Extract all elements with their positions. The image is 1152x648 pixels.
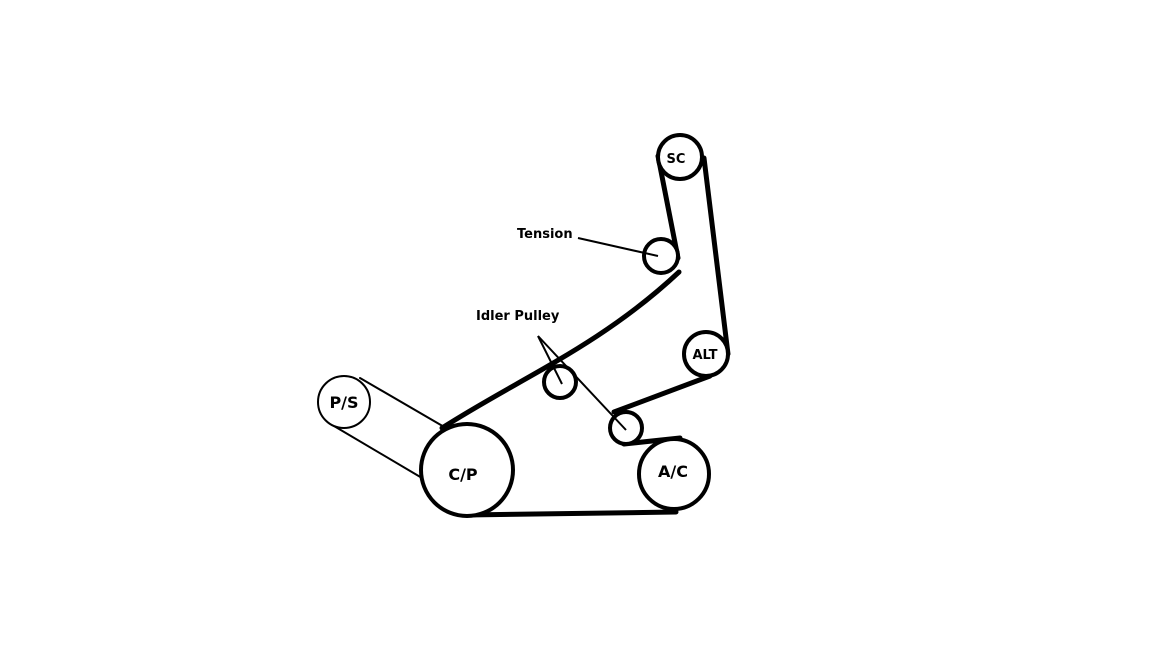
ac-pulley: A/C [637,437,711,511]
tension-callout-label: Tension [517,227,573,242]
alt-label: ALT [692,348,717,363]
sc-pulley: SC [656,133,704,181]
tension-pulley [642,237,680,275]
belt-cp-to-tension [439,269,682,431]
callout-leaders [537,237,659,431]
alt-pulley: ALT [682,330,730,378]
ac-pulley-circle [637,437,711,511]
alt-pulley-circle [682,330,730,378]
sc-pulley-circle [656,133,704,181]
ac-label: A/C [658,462,688,481]
ps-pulley: P/S [317,375,371,429]
belt-ac-to-cp [463,509,679,518]
idler-leader-upper [537,335,563,385]
belt-tension-to-sc [655,153,681,261]
cp-pulley: C/P [419,422,515,518]
cp-label: C/P [448,465,478,484]
ps-label: P/S [329,393,358,412]
ps-belt-upper-run [359,377,447,429]
belt-sc-to-alt [701,155,731,357]
cp-pulley-circle [419,422,515,518]
belt-alt-to-idler [611,373,713,415]
idler-leader-lower [537,335,627,431]
ps-belt [333,377,447,479]
ps-belt-lower-run [333,425,423,479]
tension-leader [577,237,659,257]
tension-pulley-circle [642,237,680,275]
ps-pulley-circle [317,375,371,429]
idler-callout-label: Idler Pulley [476,309,560,324]
sc-label: SC [667,152,686,167]
